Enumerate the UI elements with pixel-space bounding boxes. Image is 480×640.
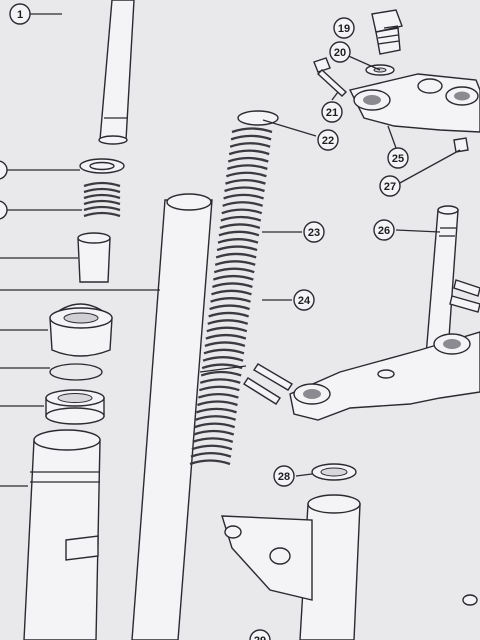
callout-21: 21 [321,101,343,123]
svg-text:20: 20 [334,47,346,59]
svg-text:26: 26 [378,225,390,237]
bolt-21 [313,57,348,97]
spring-coil [191,444,233,451]
spring-coil [205,333,247,340]
callout-28: 28 [273,465,295,487]
leader-lines-right [262,25,461,477]
spring-coil [197,400,238,407]
callout-29: 29 [249,629,271,640]
nut-27 [453,137,469,153]
partial-callout-left-b [0,200,8,220]
svg-text:29: 29 [254,635,266,640]
spring-coil [200,370,242,377]
svg-text:28: 28 [278,471,290,483]
spring-coil [190,451,232,458]
svg-text:23: 23 [308,227,320,239]
seal-28 [311,463,357,481]
spring-coil [202,356,244,362]
spring-coil [192,437,234,443]
long-tube [131,193,213,640]
spring-coil [225,178,266,185]
spring-coil [226,164,268,170]
spring-coil [222,201,264,207]
svg-text:19: 19 [338,23,350,35]
upper-bracket-25 [348,73,480,133]
fork-inner-tube [98,0,135,145]
oil-seal [45,389,105,425]
spring-coil [207,319,249,325]
callout-26: 26 [373,219,395,241]
spring-coil [199,378,241,384]
dust-seal [49,303,113,357]
lower-fork-29 [221,494,478,640]
spring-coil [215,252,257,259]
callout-27: 27 [379,175,401,197]
spring-coil [217,238,259,244]
callout-25: 25 [387,147,409,169]
spring-coil [208,311,250,318]
spring-coil [198,385,240,392]
spring-coil [209,304,250,311]
washer-small [79,158,125,174]
spring-coil [212,282,253,289]
spring-coil [221,208,263,215]
spring-coil [195,415,236,421]
spring-coil [216,245,258,252]
spring-coil [194,422,236,429]
leader-lines-left [0,13,160,487]
svg-text:1: 1 [17,9,23,21]
callout-20: 20 [329,41,351,63]
spring-coil [219,223,261,229]
spring-coil [212,274,254,281]
callout-22: 22 [317,129,339,151]
spring-coil [198,392,239,399]
spring-coil [196,407,237,414]
callout-19: 19 [333,17,355,39]
retaining-clip [49,363,103,381]
spring-coil [223,193,264,200]
spring-coil [224,186,265,193]
spring-coil [214,260,256,266]
callout-1: 1 [9,3,31,25]
spring-coil [193,429,235,436]
fork-outer-tube [23,429,101,640]
spring-coil [231,127,273,134]
fork-spring [189,110,279,466]
svg-text:25: 25 [392,153,404,165]
svg-text:21: 21 [326,107,338,119]
svg-text:27: 27 [384,181,396,193]
spring-coil [220,215,262,222]
spring-coil [211,289,252,296]
partial-callout-left-a [0,160,8,180]
spring-coil [213,267,255,274]
lower-bracket [289,331,480,421]
spring-coil [226,171,267,178]
spring-coil [229,142,271,148]
spring-coil [210,297,251,303]
callout-23: 23 [303,221,325,243]
spring-coil [228,149,270,156]
pinch-bolts [243,279,480,405]
spring-coil [206,326,248,333]
spring-coil [227,156,269,163]
spring-coil [203,348,245,355]
spring-coil [204,341,246,348]
bushing [77,232,111,283]
callout-24: 24 [293,289,315,311]
spring-coil [230,134,272,141]
short-spring [83,181,121,218]
cap-bolt-19 [371,9,403,55]
svg-text:24: 24 [298,295,311,307]
svg-text:22: 22 [322,135,334,147]
spring-coil [189,459,231,466]
spring-coil [218,230,260,237]
